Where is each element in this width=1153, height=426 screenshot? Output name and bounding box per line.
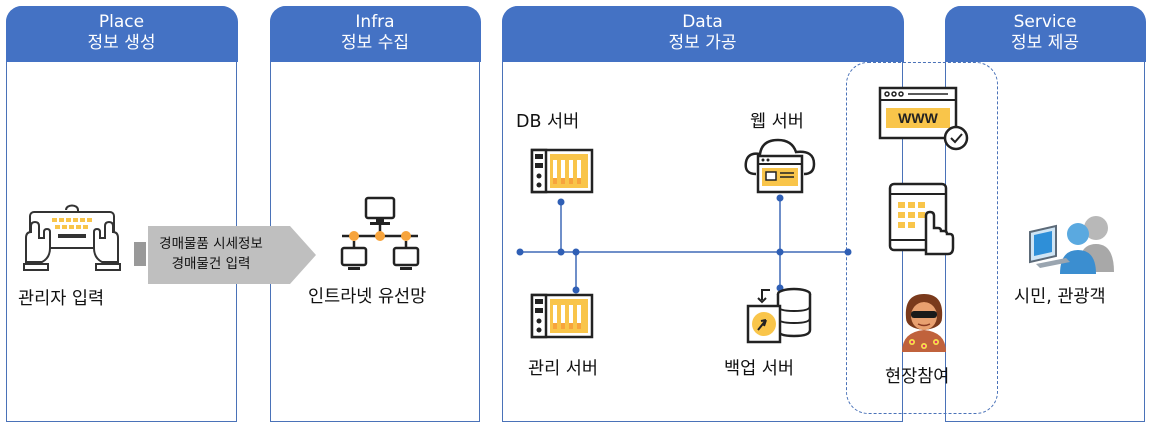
flow-arrow-text: 경매물품 시세정보 경매물건 입력 bbox=[136, 234, 286, 274]
panel-title-en: Place bbox=[98, 11, 145, 32]
panel-title-en: Data bbox=[682, 11, 723, 32]
panel-title-en: Service bbox=[1013, 11, 1077, 32]
tablet-touch-icon bbox=[888, 182, 955, 256]
mgmt-server-label: 관리 서버 bbox=[528, 359, 598, 379]
web-server-cloud-icon bbox=[744, 138, 816, 194]
backup-server-label: 백업 서버 bbox=[724, 359, 794, 379]
network-bus bbox=[516, 194, 852, 294]
panel-title-ko: 정보 제공 bbox=[1011, 32, 1079, 53]
admin-input-label: 관리자 입력 bbox=[18, 289, 105, 309]
person-sunglasses-icon bbox=[902, 294, 946, 352]
panel-data-header: Data 정보 가공 bbox=[501, 5, 904, 62]
panel-data: Data 정보 가공 bbox=[501, 5, 904, 422]
onsite-label: 현장참여 bbox=[885, 367, 950, 387]
panel-title-ko: 정보 가공 bbox=[668, 32, 737, 53]
mgmt-server-rack-icon bbox=[530, 293, 594, 339]
intranet-label: 인트라넷 유선망 bbox=[308, 287, 427, 307]
web-server-label: 웹 서버 bbox=[750, 112, 804, 132]
users-computer-icon bbox=[1029, 216, 1114, 274]
db-server-label: DB 서버 bbox=[516, 112, 580, 132]
db-server-rack-icon bbox=[530, 148, 594, 194]
keyboard-icon bbox=[23, 204, 121, 271]
network-icon bbox=[340, 196, 420, 270]
citizens-label: 시민, 관광객 bbox=[1014, 287, 1106, 307]
backup-database-icon bbox=[746, 287, 812, 344]
panel-title-ko: 정보 생성 bbox=[87, 32, 156, 53]
panel-title-ko: 정보 수집 bbox=[341, 32, 409, 53]
onsite-service-group bbox=[846, 62, 998, 414]
panel-infra-header: Infra 정보 수집 bbox=[269, 5, 481, 62]
panel-place-header: Place 정보 생성 bbox=[5, 5, 238, 62]
panel-title-en: Infra bbox=[355, 11, 395, 32]
www-text: WWW bbox=[898, 110, 938, 126]
browser-www-icon: WWW bbox=[878, 86, 969, 151]
flow-arrow-line1: 경매물품 시세정보 bbox=[159, 236, 263, 252]
flow-arrow bbox=[134, 226, 316, 284]
flow-arrow-line2: 경매물건 입력 bbox=[171, 256, 251, 272]
panel-service-header: Service 정보 제공 bbox=[944, 5, 1146, 62]
